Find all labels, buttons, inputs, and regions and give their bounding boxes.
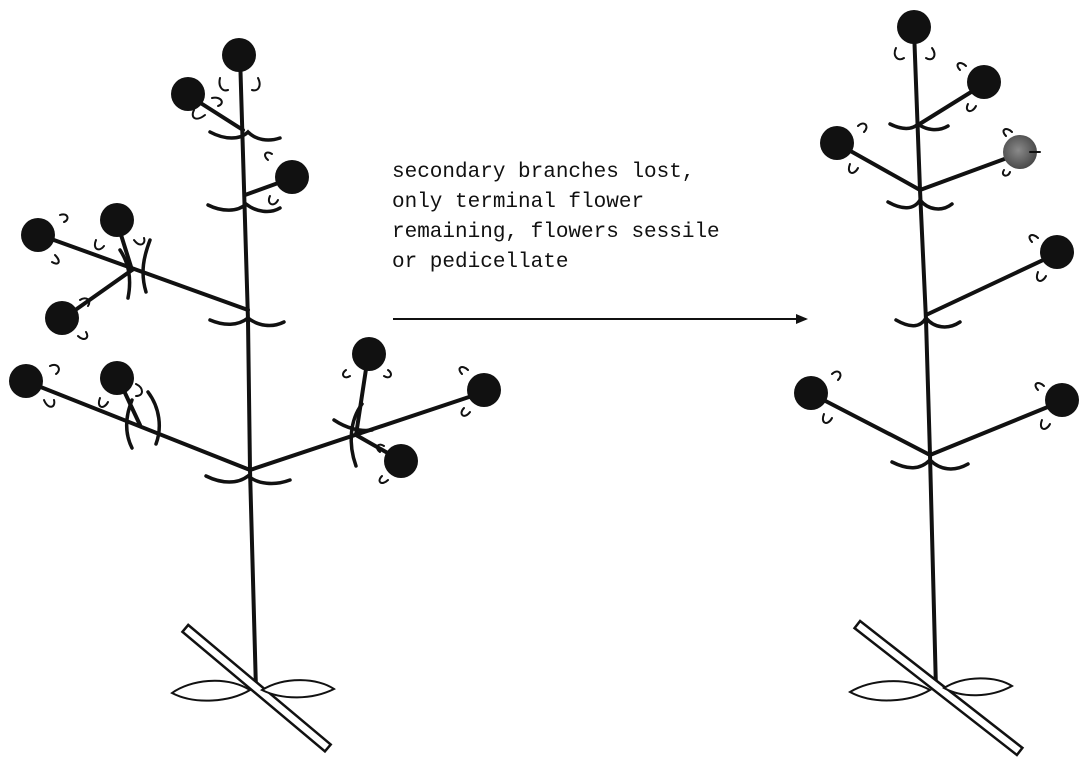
left-lr-secondary-bract (332, 402, 374, 468)
caption-line-2: only terminal flower (392, 191, 645, 214)
right-flower-5 (794, 376, 828, 410)
left-top-flower (171, 77, 205, 111)
right-bract-2 (886, 196, 954, 211)
left-flower-ul-tip (21, 218, 55, 252)
left-lr-sepals (342, 366, 471, 484)
right-flower-2 (820, 126, 854, 160)
left-upper-flower (275, 160, 309, 194)
left-terminal-flower (222, 38, 256, 72)
left-terminal-sepals (218, 77, 261, 92)
left-flower-ul-down (45, 301, 79, 335)
left-ul-sepals (51, 213, 146, 340)
left-basal-leaf-right (259, 679, 336, 699)
left-plant-branched-inflorescence (9, 38, 501, 754)
right-pedicel-6 (928, 400, 1062, 457)
left-flower-ul-up (100, 203, 134, 237)
left-main-stem (238, 53, 258, 692)
left-flower-ll-up (100, 361, 134, 395)
right-sepals-3 (1001, 128, 1041, 177)
right-pedicel-2 (836, 142, 922, 192)
right-flower-1 (967, 65, 1001, 99)
caption-line-1: secondary branches lost, (392, 161, 695, 184)
right-bract-4 (890, 457, 970, 471)
right-sepals-2 (848, 122, 868, 174)
left-ll-secondary-bract (125, 390, 162, 450)
right-pedicel-3 (918, 152, 1020, 192)
caption-line-4: or pedicellate (392, 251, 569, 274)
right-terminal-sepals (893, 47, 936, 61)
left-top-sepals (191, 96, 223, 120)
left-flower-lr-tip (467, 373, 501, 407)
right-basal-leaf-right (942, 677, 1014, 697)
right-bract-3 (894, 314, 962, 329)
right-basal-leaf-left (847, 680, 932, 702)
right-flower-6 (1045, 383, 1079, 417)
right-bract-1 (888, 121, 950, 132)
right-sepals-1 (956, 62, 977, 112)
left-flower-lr-up (352, 337, 386, 371)
right-sepals-4 (1028, 234, 1047, 282)
left-ul-node-bract (208, 315, 286, 328)
left-basal-leaf-left (170, 679, 252, 702)
left-upper-sepals (264, 151, 279, 206)
right-flower-3-faded (1003, 135, 1037, 169)
right-sepals-5 (822, 370, 842, 424)
left-lower-node-bract (204, 473, 292, 486)
right-ground-bar (852, 619, 1025, 757)
left-ul-secondary-bract (118, 238, 152, 300)
right-sepals-6 (1034, 382, 1051, 430)
caption-line-3: remaining, flowers sessile (392, 221, 720, 244)
left-ll-sepals (43, 364, 143, 408)
left-flower-ll-tip (9, 364, 43, 398)
right-plant-reduced-inflorescence (794, 10, 1079, 757)
transformation-caption: secondary branches lost, only terminal f… (392, 158, 832, 278)
right-terminal-flower (897, 10, 931, 44)
left-ground-bar (180, 623, 333, 754)
left-upper-bract (206, 201, 282, 214)
right-pedicel-5 (810, 392, 932, 457)
left-top-bract (208, 129, 282, 142)
left-flower-lr-down (384, 444, 418, 478)
right-pedicel-4 (924, 252, 1058, 317)
right-flower-4 (1040, 235, 1074, 269)
